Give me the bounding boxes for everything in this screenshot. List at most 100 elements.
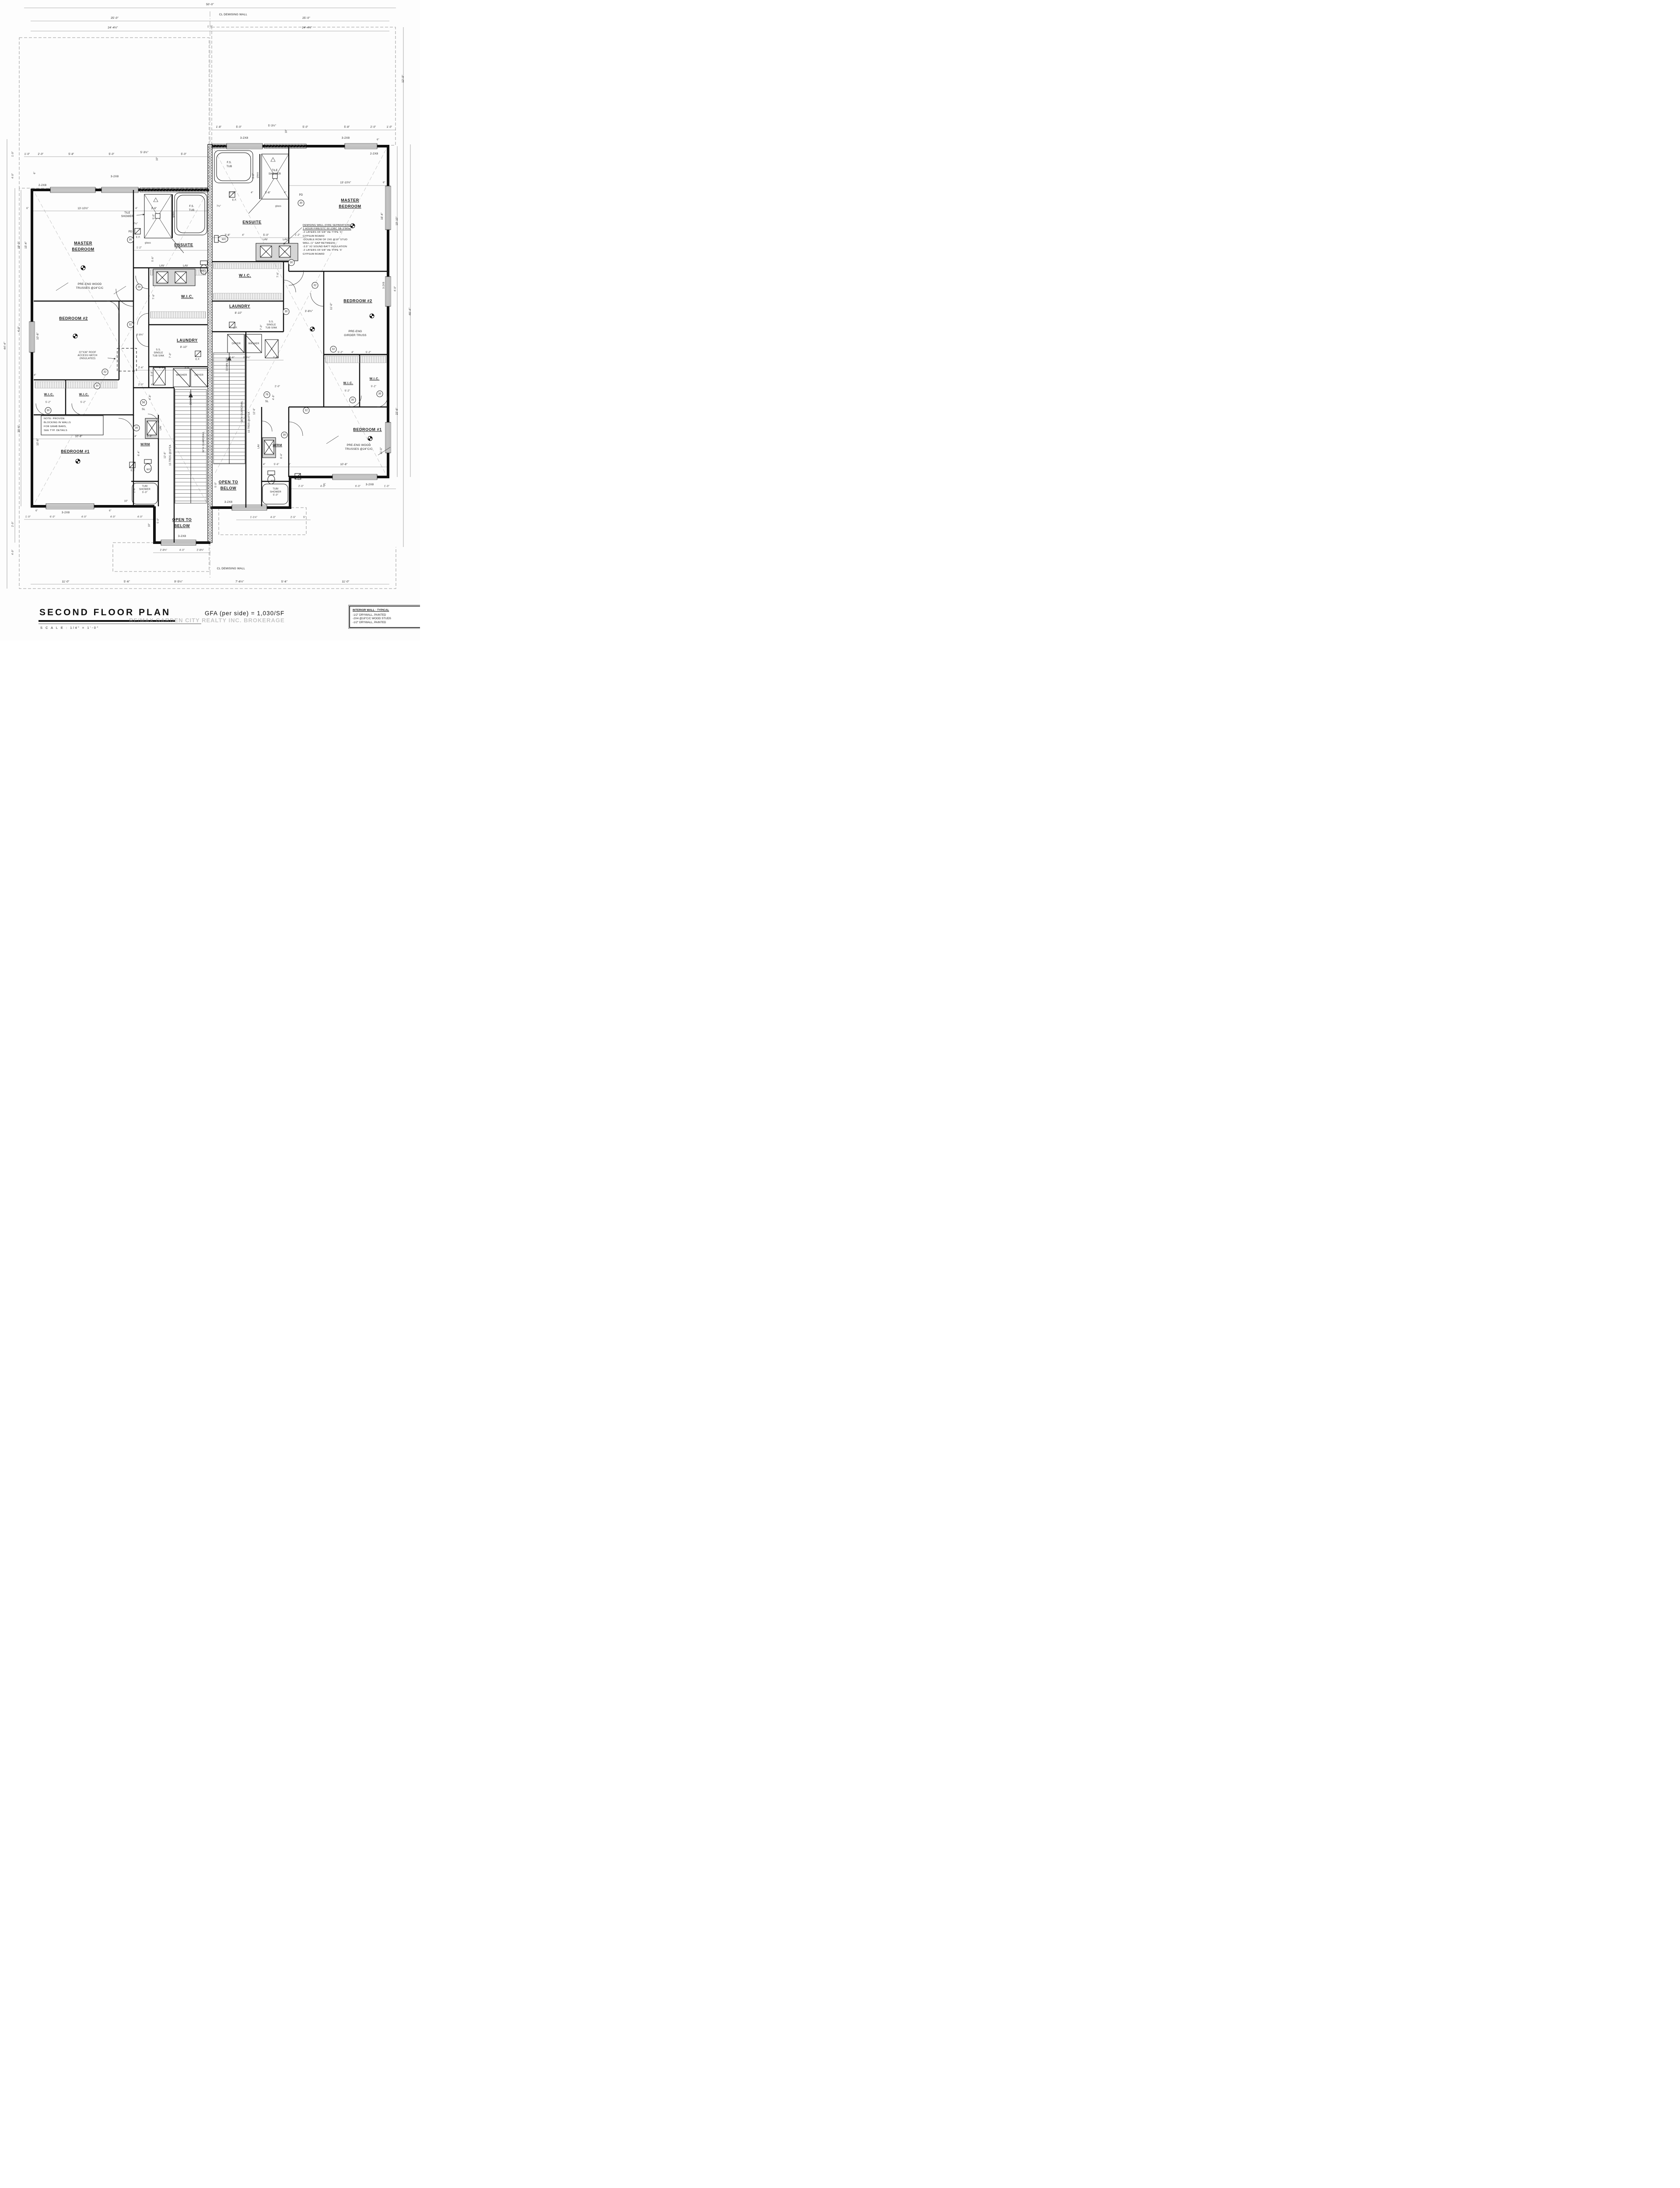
room-label-bed2-left: BEDROOM #2 [59,316,88,321]
room-label-open-right: BELOW [220,486,237,491]
smoke-detector [369,313,374,319]
dim: 4'-8" [272,395,275,400]
dim: 6'-0" [50,515,55,519]
title-block: SECOND FLOOR PLAN S C A L E : 1/4" = 1'-… [0,600,420,641]
leader-lines [56,214,391,456]
tub-left [174,193,207,235]
dim: 4'-0" [11,173,14,179]
dim: 6" [383,181,385,184]
dim: 5'-0" [157,518,160,523]
fixture-label: TUB [189,209,195,212]
dim: 4" [134,435,137,438]
lintel: 2-2X8 [370,152,378,155]
grab-bar-note-box [41,415,104,435]
dim: 10" [285,129,288,133]
dim: 4'-0" [137,515,143,519]
dim: 4" [251,191,253,194]
fixture-label: LAV [283,238,288,241]
note: PRE-ENG [348,330,362,333]
fixture-label: glass [256,172,259,178]
cl-demising-top: CL DEMISING WALL [219,13,248,16]
insulated-wall-hatch [140,144,307,193]
room-label-wic: W.I.C. [369,377,380,381]
fixture-label: SHOWER [121,215,134,218]
dim: 25'-0" [302,16,310,20]
floor-plan-drawing [7,7,411,589]
note: PRE-ENG WOOD [346,443,371,447]
room-label-laundry-right: LAUNDRY [229,304,250,309]
dim: 6" [323,483,326,486]
dim: 5'-0" [181,153,187,156]
dim: 5'-2" [345,389,350,393]
dim: 1'-0" [11,151,14,157]
tub-left-wrm [132,483,158,505]
door-tag: 30 [283,308,290,315]
fixture-label: glass [275,205,281,208]
demising-note: -2 LAYERS OF 5/8" thk TYPE 'X' [303,231,343,234]
fixture-label: F.S. [227,161,232,164]
fixture-label: LAV [183,265,188,267]
fixture-label: LAV [262,238,268,241]
fixture-label: WASHER [248,342,259,345]
dim: 5'-0" [302,126,308,129]
dim: 2'-0" [38,153,44,156]
tub-right [214,150,253,183]
door-tag: 30 [349,396,356,403]
dim: 19'-0" [18,241,21,249]
window-tag: 56 [140,399,147,406]
fixture-label: W/C [200,270,206,273]
dim: 13'-10½" [340,182,351,184]
dim: 7'-6½" [235,580,244,583]
dim: 20'-6" [18,425,21,433]
shower-right [248,154,289,214]
fixture-label: SHOWER [270,491,281,494]
dim: 4'-0" [320,485,326,488]
dim: 4'-0" [394,286,397,291]
dim: 6" [35,509,38,512]
dim: 11'-0" [330,302,333,310]
dim: 5'-8" [344,126,350,129]
dim: 5" [303,516,306,519]
dim: 1'-1½" [250,516,258,519]
laundry-appliances [153,334,279,387]
brokerage-watermark: RE/MAX GARDEN CITY REALTY INC. BROKERAGE [129,617,285,624]
interior-wall-legend: INTERIOR WALL - TYPICAL -1/2" DRYWALL, P… [348,605,420,629]
dim: 2'-5" [290,516,296,519]
dim: 2'-0" [370,126,376,129]
dim: 3'-6" [265,192,271,194]
dim: 7½" [133,222,138,225]
dim: 3'-8" [150,371,154,376]
dim: 2'-6" [133,487,136,493]
demising-note: -DOUBLE ROW OF 2X6 @16" STUD [303,238,348,242]
fixture-label: DRYER [194,374,204,377]
fixture-label: TUB [226,165,232,168]
fixture-label: glass [145,242,151,245]
wc-left-ensuite [200,260,208,275]
dim: 4" [242,234,245,237]
dim: 1'-0" [386,126,392,129]
dim: 44'-4" [3,342,7,350]
dim: 5'-6" [274,463,279,466]
stair-label: DOWN 16R [226,357,229,371]
smoke-detector [75,459,80,464]
door-tag: 30 [94,382,101,389]
room-label-laundry-left: LAUNDRY [177,338,198,343]
dim: 3'-6" [229,356,234,359]
note: ACCESS HATCH [77,354,98,357]
dim: 16'-4" [381,212,384,220]
smoke-detector [80,265,86,270]
fixture-label: E.F. [232,199,237,202]
dim: 25'-0" [111,16,119,20]
fixture-label: S.S. [269,320,274,323]
dim: 5'-2" [46,401,51,404]
stair-label: 15 TRDS @10"EA [248,412,251,433]
door-tag: 30 [45,407,52,414]
dim: 11'-0" [62,580,70,583]
door-swings [35,270,388,436]
dim: 10'-6" [37,332,39,340]
dim: 5'-0" [152,214,155,219]
fixture-label: TUB/ [142,485,148,488]
room-label-master-left: BEDROOM [72,247,94,252]
grab-bar-note: BLOCKING IN WALLS [44,421,71,424]
dim: 5'-8" [68,153,74,156]
